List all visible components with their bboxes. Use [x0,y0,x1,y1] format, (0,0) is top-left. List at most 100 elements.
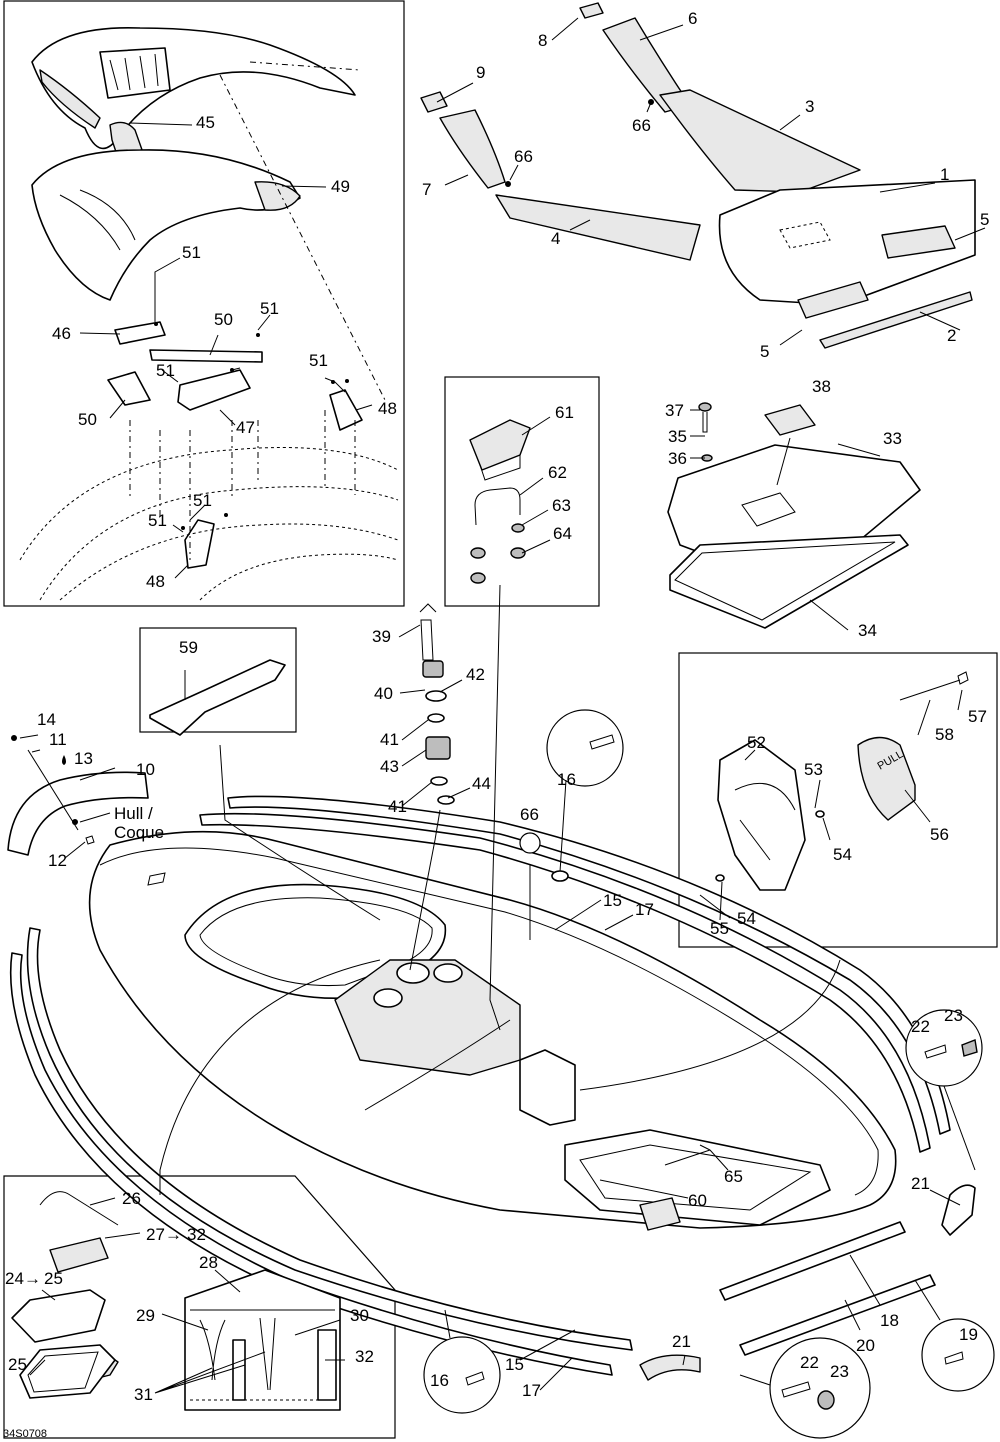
callout-65: 65 [724,1167,743,1186]
callout-63: 63 [552,496,571,515]
callout-48-bottom: 48 [146,572,165,591]
callout-37: 37 [665,401,684,420]
callout-48-top: 48 [378,399,397,418]
callout-49: 49 [331,177,350,196]
mat-4 [495,194,701,261]
callout-8: 8 [538,31,547,50]
callout-66-top: 66 [632,116,651,135]
callout-29: 29 [136,1306,155,1325]
callout-11: 11 [49,730,67,749]
callout-47: 47 [236,418,255,437]
callout-39: 39 [372,627,391,646]
callout-46: 46 [52,324,71,343]
callout-38: 38 [812,377,831,396]
access-panel-drawing [667,402,921,629]
callout-30: 30 [350,1306,369,1325]
console [334,959,521,1076]
leader-lines [19,17,986,1394]
callout-57: 57 [968,707,987,726]
callout-17-bottom: 17 [522,1381,541,1400]
callout-10: 10 [136,760,155,779]
detail-circles [423,709,995,1439]
strip-5a [881,225,956,259]
arrow-27: → [165,1225,182,1244]
callout-1: 1 [940,165,949,184]
callout-labels: 1 2 3 4 5 5 6 7 8 9 66 66 45 49 51 51 50… [3,9,989,1440]
seal-34 [669,534,909,629]
inset-box-storage-tray [444,376,600,607]
callout-21-right: 21 [911,1174,930,1193]
callout-41-bottom: 41 [388,797,407,816]
callout-52: 52 [747,733,766,752]
callout-24-to-25: 25 [44,1269,63,1288]
callout-34: 34 [858,621,877,640]
callout-18: 18 [880,1311,899,1330]
callout-50-top: 50 [214,310,233,329]
callout-28: 28 [199,1253,218,1272]
seat-assembly-drawing [19,26,399,601]
callout-43: 43 [380,757,399,776]
callout-9: 9 [476,63,485,82]
mat-9 [420,91,448,113]
callout-23-bottom: 23 [830,1362,849,1381]
callout-12: 12 [48,851,67,870]
callout-16-top: 16 [557,770,576,789]
callout-31: 31 [134,1385,153,1404]
callout-60: 60 [688,1191,707,1210]
callout-21-left: 21 [672,1332,691,1351]
callout-27-to-32: 32 [187,1225,206,1244]
callout-7: 7 [422,180,431,199]
mat-7 [439,109,506,189]
callout-2: 2 [947,326,956,345]
callout-59: 59 [179,638,198,657]
callout-40: 40 [374,684,393,703]
callout-19: 19 [959,1325,978,1344]
callout-4: 4 [551,229,560,248]
footwell-box [519,1049,576,1126]
callout-51-f: 51 [148,511,167,530]
callout-14: 14 [37,710,56,729]
callout-17-top: 17 [635,900,654,919]
bracket-59 [149,659,286,736]
bracket-21-right [941,1184,976,1236]
callout-51-a: 51 [182,243,201,262]
handle-10 [7,771,149,856]
callout-66-mid: 66 [514,147,533,166]
hull-deck-drawing [88,830,897,1231]
footrest-mats-drawing [420,2,976,349]
callout-58: 58 [935,725,954,744]
block-60 [639,1197,681,1231]
callout-5-bottom: 5 [760,342,769,361]
hull-label-line2: Coque [114,823,164,842]
callout-33: 33 [883,429,902,448]
fasteners-11-14 [11,735,95,845]
arrow-24: → [24,1269,41,1288]
callout-15-bottom: 15 [505,1355,524,1374]
storage-cover-drawing [693,671,969,894]
callout-25: 25 [8,1355,27,1374]
callout-44: 44 [472,774,491,793]
callout-22-bottom: 22 [800,1353,819,1372]
callout-45: 45 [196,113,215,132]
callout-54-left: 54 [737,909,756,928]
bracket-21-left [639,1354,701,1381]
deck-pad-1 [718,179,976,306]
callout-61: 61 [555,403,574,422]
callout-54-right: 54 [833,845,852,864]
seat-latch-stack [419,603,455,805]
cap-38 [764,404,816,436]
mat-3 [659,89,861,193]
callout-41-top: 41 [380,730,399,749]
callout-22-top: 22 [911,1017,930,1036]
callout-64: 64 [553,524,572,543]
callout-53: 53 [804,760,823,779]
callout-15-top: 15 [603,891,622,910]
callout-13: 13 [74,749,93,768]
hull-label-line1: Hull / [114,804,153,823]
callout-24: 24 [5,1269,24,1288]
callout-26: 26 [122,1189,141,1208]
callout-3: 3 [805,97,814,116]
callout-35: 35 [668,427,687,446]
callout-6: 6 [688,9,697,28]
strip-2 [819,291,973,349]
